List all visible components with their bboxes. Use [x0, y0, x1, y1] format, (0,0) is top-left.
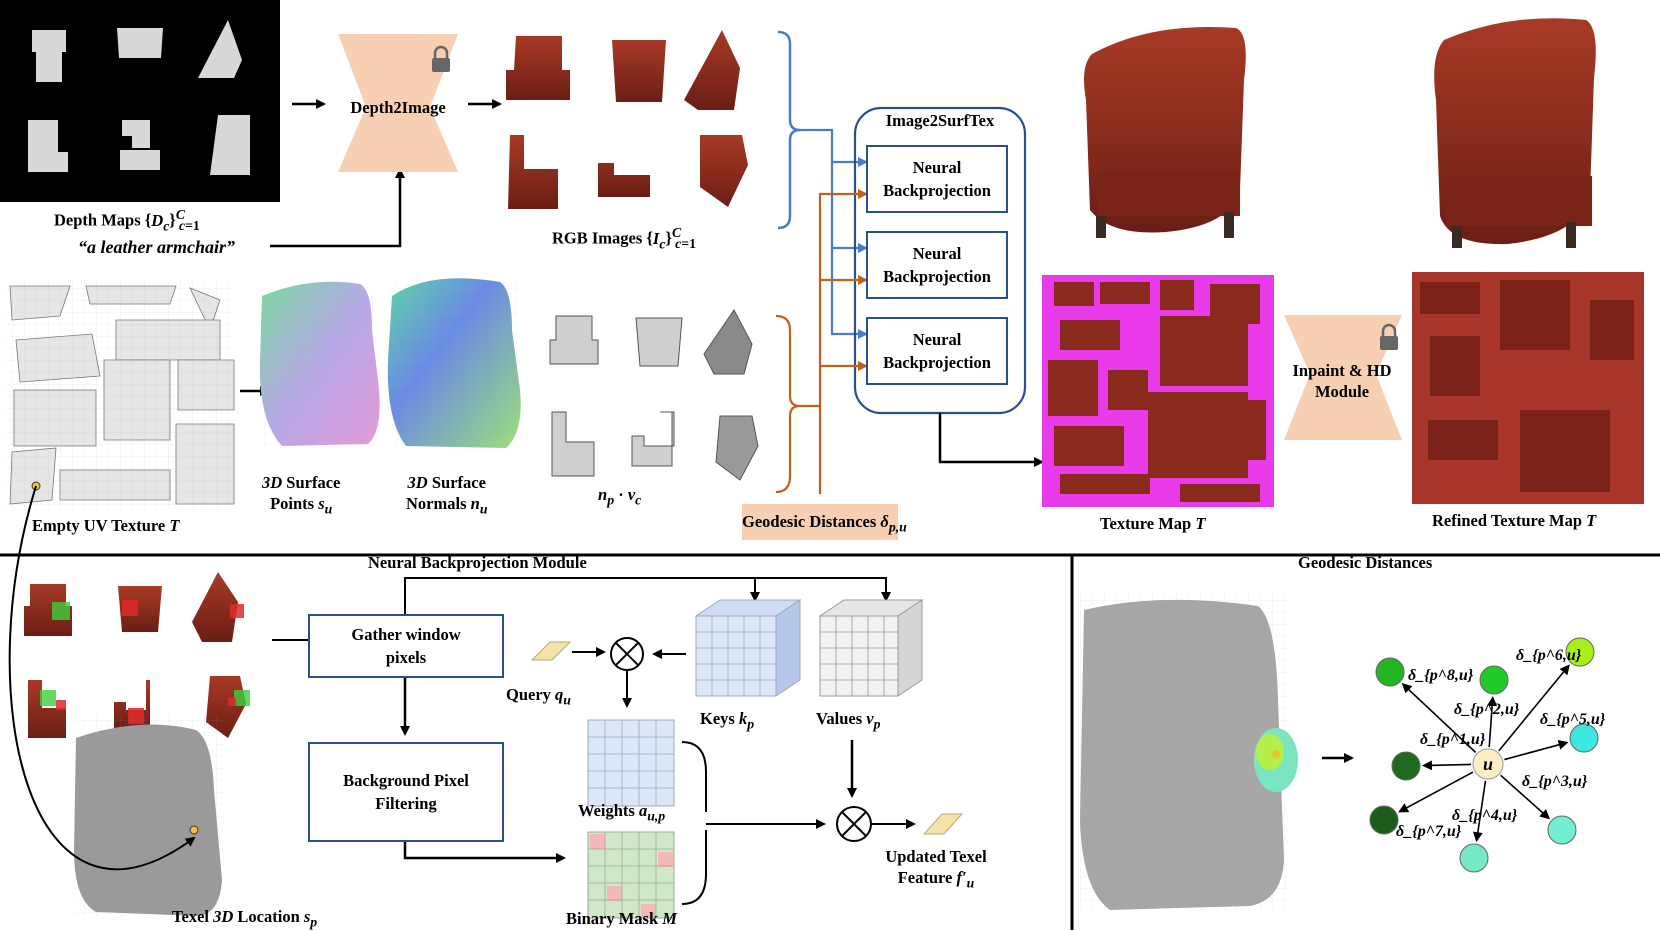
geodesic-edge: [1487, 695, 1498, 748]
geodesic-edge: [1500, 774, 1551, 820]
geodesic-edge: [1504, 739, 1569, 761]
empty-uv-label: Empty UV Texture T: [32, 516, 180, 535]
geodesic-edge-label: δ_{p^7,u}: [1396, 823, 1462, 840]
geodesic-node: [1479, 665, 1509, 695]
depth2image-label: Depth2Image: [350, 98, 446, 117]
updated-feature-vector: [922, 813, 964, 835]
gather-window-box: Gather window pixels: [308, 614, 504, 678]
np-vc-label: np · vc: [598, 485, 642, 508]
binary-mask-grid: [587, 831, 675, 919]
window-chairs-panel: [24, 572, 250, 738]
texel-link-curve: [8, 485, 196, 871]
image2surftex-title: Image2SurfTex: [885, 111, 995, 130]
refined-texture-image: [1412, 272, 1644, 504]
inpaint-lock-icon: [1380, 323, 1398, 350]
rgb-images-panel: [506, 30, 748, 209]
geodesic-edge: [1498, 664, 1570, 752]
background-filter-box: Background Pixel Filtering: [308, 742, 504, 842]
geodesic-node: [1375, 657, 1405, 687]
textured-chair-1: [1084, 27, 1246, 238]
geodesic-graph: δ_{p^8,u} δ_{p^6,u} δ_{p^2,u} δ_{p^5,u} δ_{p…: [1369, 637, 1606, 873]
geodesic-box: [742, 504, 898, 540]
weights-grid: [587, 719, 675, 807]
arrow-prompt-to-d2i: [270, 168, 405, 248]
np-vc-panel: [549, 309, 759, 481]
textured-chair-2: [1434, 18, 1596, 248]
lock-icon: [432, 45, 450, 72]
weights-label: Weights au,p: [578, 801, 666, 824]
texel-label: Texel 3D Location sp: [172, 907, 318, 930]
arrow-to-texture: [938, 413, 1044, 467]
texel-chair: [74, 716, 224, 916]
geodesic-center-label: u: [1483, 754, 1493, 774]
depth-maps-panel: [0, 0, 280, 202]
geodesic-edge: [1421, 760, 1472, 771]
mask-label: Binary Mask M: [566, 909, 677, 928]
rgb-brace: [777, 30, 801, 230]
geodesic-node: [1391, 751, 1421, 781]
arrow-top-to-values: [404, 577, 891, 614]
neural-backprojection-box-2: Neural Backprojection: [866, 231, 1008, 299]
geodesic-edge-label: δ_{p^8,u}: [1408, 667, 1474, 684]
surface-normals-chair: [387, 278, 521, 448]
geodesic-node: [1565, 637, 1595, 667]
geodesic-node: [1459, 843, 1489, 873]
geodesic-edge-label: δ_{p^3,u}: [1522, 773, 1588, 790]
refined-label: Refined Texture Map T: [1432, 511, 1597, 530]
prompt-text: “a leather armchair”: [78, 237, 236, 257]
inpaint-block: [1284, 315, 1402, 440]
geodesic-box-label: Geodesic Distances δp,u: [742, 512, 907, 535]
geodesic-edge-label: δ_{p^5,u}: [1540, 711, 1606, 728]
keys-label: Keys kp: [700, 709, 755, 732]
geodesic-edge: [1398, 771, 1474, 813]
geodesic-edge: [1472, 780, 1487, 843]
multiply-top-icon: [610, 637, 644, 671]
geodesic-edge-label: δ_{p^4,u}: [1452, 807, 1518, 824]
geodesic-node: [1369, 805, 1399, 835]
keys-tensor: [694, 599, 802, 697]
geodesic-center-node: [1472, 748, 1504, 780]
geodesic-edge-label: δ_{p^1,u}: [1420, 731, 1486, 748]
geodesic-edge-label: δ_{p^2,u}: [1454, 701, 1520, 718]
neural-backprojection-box-1: Neural Backprojection: [866, 145, 1008, 213]
rgb-images-label: RGB Images {Ic}Cc=1: [552, 225, 696, 251]
geodesic-edge-label: δ_{p^6,u}: [1516, 647, 1582, 664]
nbm-title: Neural Backprojection Module: [368, 553, 587, 572]
geodesic-chair: [1080, 592, 1298, 910]
texture-map-image: [1042, 275, 1274, 507]
query-vector: [530, 641, 572, 661]
values-tensor: [818, 599, 924, 697]
query-label: Query qu: [506, 685, 571, 708]
geodesic-node: [1547, 815, 1577, 845]
texture-map-label: Texture Map T: [1100, 514, 1206, 533]
arrow-weights-mask-to-mult: [681, 741, 824, 905]
multiply-bottom-icon: [836, 806, 872, 842]
values-label: Values vp: [816, 709, 881, 732]
depth-maps-label: Depth Maps {Dc}Cc=1: [54, 207, 200, 233]
arrow-filter-to-mask: [403, 842, 566, 863]
surface-points-chair: [259, 281, 380, 446]
neural-backprojection-box-3: Neural Backprojection: [866, 317, 1008, 385]
depth2image-block: [338, 34, 458, 172]
geodesic-title: Geodesic Distances: [1298, 553, 1433, 572]
orange-arrows: [775, 189, 868, 494]
geodesic-edge: [1401, 682, 1477, 753]
empty-uv-texture: [4, 278, 235, 508]
geodesic-node: [1569, 723, 1599, 753]
